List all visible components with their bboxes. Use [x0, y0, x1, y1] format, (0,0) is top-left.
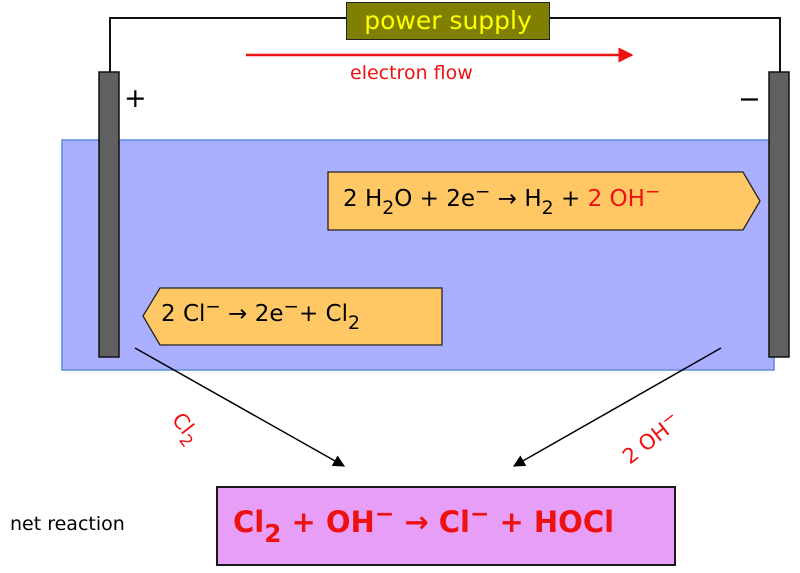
cl2-arrow: [134, 347, 346, 467]
hydroxide-arrow: [512, 347, 722, 467]
net-reaction-equation: Cl2 + OH− → Cl− + HOCl: [233, 500, 615, 548]
wire-right: [550, 17, 781, 72]
cathode-sign: −: [738, 84, 761, 115]
anode-electrode: [98, 71, 120, 358]
anode-sign: +: [124, 83, 147, 114]
cathode-reaction-box: [327, 171, 761, 231]
net-reaction-box: [216, 486, 676, 566]
anode-reaction-box: [142, 287, 443, 346]
electron-flow-label: electron flow: [350, 62, 473, 84]
cathode-equation: 2 H2O + 2e− → H2 + 2 OH−: [343, 181, 661, 219]
wire-left: [109, 17, 346, 72]
cathode-electrode: [768, 71, 790, 358]
net-reaction-label: net reaction: [10, 513, 125, 535]
power-supply-label: power supply: [364, 6, 532, 35]
power-supply-box: power supply: [346, 2, 550, 40]
anode-equation: 2 Cl− → 2e−+ Cl2: [161, 296, 360, 334]
